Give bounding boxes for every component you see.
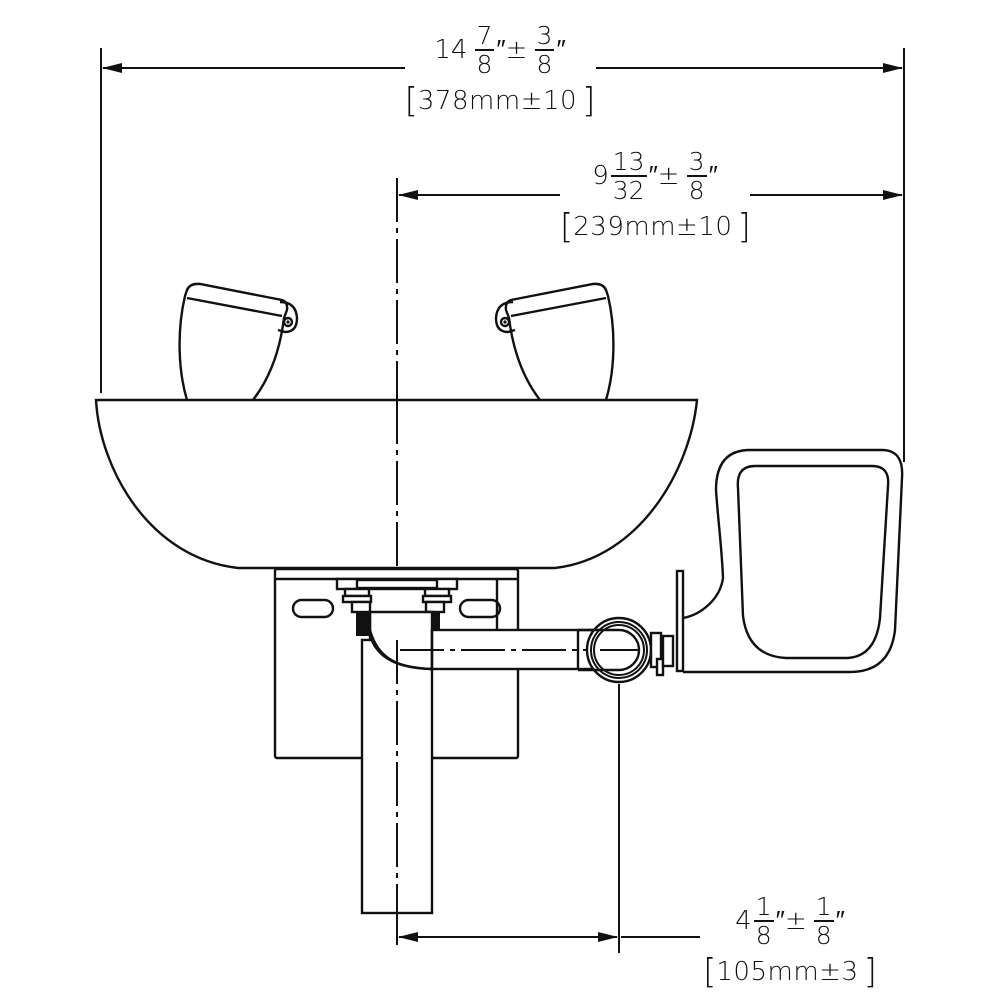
left-spray-head: [178, 282, 299, 401]
pipe-offset-whole: 4: [735, 906, 752, 936]
center-to-right-whole: 9: [592, 161, 609, 191]
overall-width-dimension-line: [102, 63, 903, 73]
center-to-right-dimension-line: [398, 190, 903, 200]
thread-left: [356, 612, 370, 636]
supply-pipe: [360, 610, 624, 915]
pipe-offset-dimension-line: [398, 932, 700, 942]
pipe-offset-metric: 105mm±3: [716, 957, 859, 987]
center-to-right-metric: 239mm±10: [573, 212, 733, 242]
push-handle: [675, 448, 904, 674]
drain-fitting: [335, 577, 459, 636]
right-spray-head: [494, 282, 615, 401]
overall-width-metric: 378mm±10: [417, 86, 578, 116]
overall-width-whole: 14: [434, 35, 468, 65]
